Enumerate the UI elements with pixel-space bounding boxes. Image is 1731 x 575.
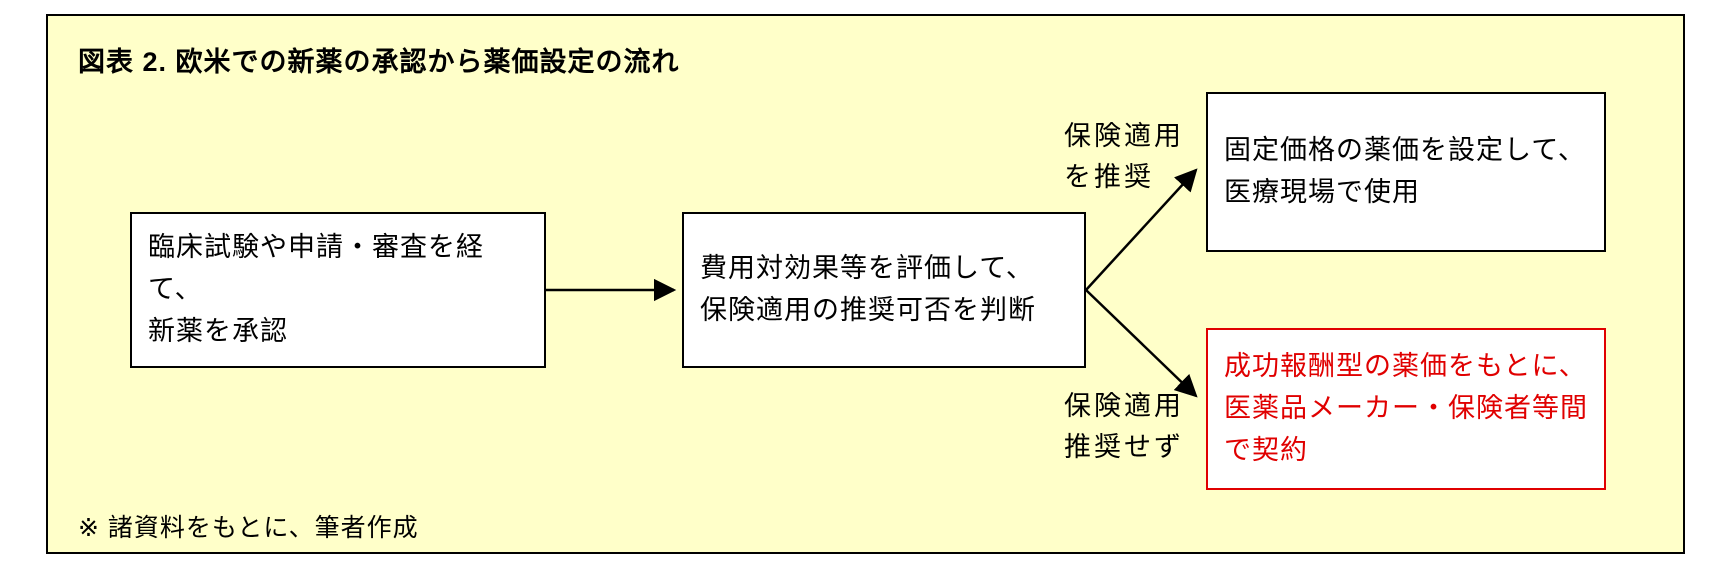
figure-title: 図表 2. 欧米での新薬の承認から薬価設定の流れ	[78, 47, 680, 77]
node-fixed-price: 固定価格の薬価を設定して、 医療現場で使用	[1206, 92, 1606, 252]
figure-footnote: ※ 諸資料をもとに、筆者作成	[78, 514, 419, 542]
branch-label-not-recommended: 保険適用 推奨せず	[1064, 391, 1184, 462]
node-approval: 臨床試験や申請・審査を経て、 新薬を承認	[130, 212, 546, 368]
figure-panel: 図表 2. 欧米での新薬の承認から薬価設定の流れ 臨床試験や申請・審査を経て、 …	[46, 14, 1685, 554]
node-outcome-based-contract: 成功報酬型の薬価をもとに、 医薬品メーカー・保険者等間 で契約	[1206, 328, 1606, 490]
arrow-assessment-to-outcome-based	[1085, 289, 1198, 398]
branch-label-recommended: 保険適用 を推奨	[1064, 121, 1184, 192]
node-assessment: 費用対効果等を評価して、 保険適用の推奨可否を判断	[682, 212, 1086, 368]
